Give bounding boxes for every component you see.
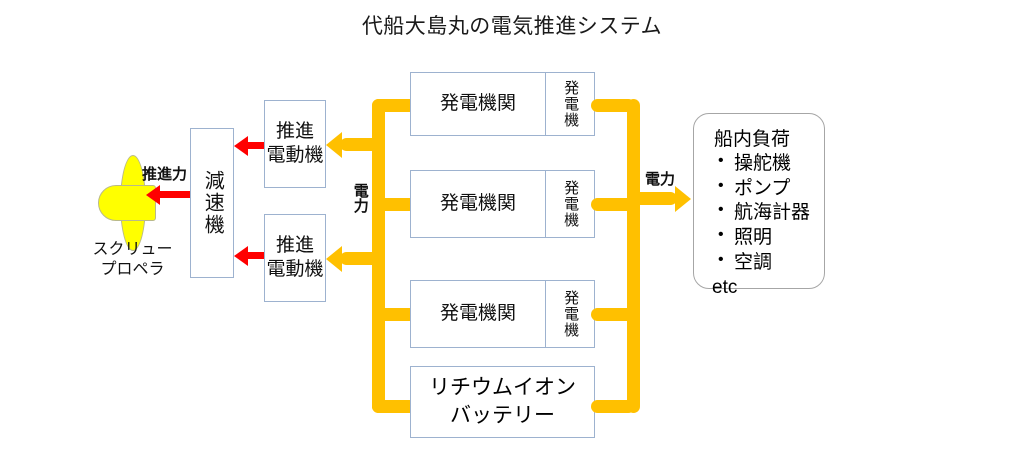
motor-label-2-line2: 電動機	[266, 259, 324, 280]
generator-engine-2: 発電機関	[411, 171, 545, 237]
propulsion-motor-label-1: 推進 電動機	[266, 120, 323, 168]
propulsion-motor-box-2[interactable]: 推進 電動機	[264, 214, 326, 302]
generator-engine-3: 発電機関	[411, 281, 545, 347]
ship-load-heading: 船内負荷	[714, 129, 791, 150]
generator-unit-label-1: 発電機	[562, 80, 580, 128]
list-item: 操舵機	[718, 151, 824, 177]
thrust-arrow-head	[146, 185, 160, 205]
propulsion-motor-label-2: 推進 電動機	[266, 234, 323, 282]
power-arrow-motor1	[326, 131, 342, 158]
battery-label: リチウムイオン バッテリー	[429, 374, 576, 431]
torque-arrow-head-2	[234, 246, 248, 266]
power-arrow-motor2	[326, 245, 342, 272]
power-bus-left-stub-gen2	[372, 198, 416, 211]
generator-divider-2	[545, 171, 546, 237]
thrust-arrow-shaft	[160, 191, 190, 198]
generator-divider-1	[545, 73, 546, 135]
propeller-caption: スクリュー プロペラ	[60, 240, 205, 281]
generator-engine-1: 発電機関	[411, 73, 545, 135]
battery-label-line2: バッテリー	[450, 404, 555, 427]
motor-label-1-line2: 電動機	[266, 145, 324, 166]
motor-label-2-line1: 推進	[275, 235, 314, 257]
list-item: 空調	[718, 250, 824, 276]
power-bus-left-branch-motor2	[340, 252, 380, 265]
reduction-gear-box[interactable]: 減速機	[190, 128, 234, 278]
list-item: ポンプ	[718, 176, 824, 202]
list-item: 照明	[718, 225, 824, 251]
generator-unit-2: 発電機	[546, 171, 594, 237]
power-bus-left-branch-motor1	[340, 138, 380, 151]
power-arrow-ship-load	[675, 185, 691, 212]
generator-divider-3	[545, 281, 546, 347]
list-item: 航海計器	[718, 200, 824, 226]
ship-load-list: 操舵機 ポンプ 航海計器 照明 空調	[708, 151, 824, 276]
propulsion-motor-box-1[interactable]: 推進 電動機	[264, 100, 326, 188]
generator-engine-label-2: 発電機関	[439, 193, 516, 215]
power-bus-left-stub-gen3	[372, 308, 416, 321]
propeller-caption-line1: スクリュー	[92, 241, 173, 258]
power-bus-right-stub-battery	[591, 400, 635, 413]
thrust-force-label: 推進力	[142, 166, 188, 183]
generator-unit-label-3: 発電機	[562, 290, 580, 338]
power-bus-right-stub-gen1	[591, 99, 635, 112]
power-label-left: 電力	[351, 183, 369, 213]
generator-unit-label-2: 発電機	[562, 180, 580, 228]
generator-unit-3: 発電機	[546, 281, 594, 347]
page-title: 代船大島丸の電気推進システム	[361, 15, 663, 38]
power-bus-left-stub-gen1	[372, 99, 416, 112]
power-bus-right-stub-gen2	[591, 198, 635, 211]
generator-set-3[interactable]: 発電機関 発電機	[410, 280, 595, 348]
generator-unit-1: 発電機	[546, 73, 594, 135]
generator-set-2[interactable]: 発電機関 発電機	[410, 170, 595, 238]
power-label-right: 電力	[645, 171, 676, 188]
generator-engine-label-3: 発電機関	[439, 303, 516, 325]
battery-label-line1: リチウムイオン	[429, 375, 576, 399]
ship-internal-load-box[interactable]: 船内負荷 操舵機 ポンプ 航海計器 照明 空調 etc	[693, 113, 825, 298]
torque-arrow-shaft-1	[248, 142, 264, 149]
power-bus-right-trunk	[627, 99, 640, 413]
lithium-ion-battery-box[interactable]: リチウムイオン バッテリー	[410, 366, 595, 438]
power-bus-right-stub-gen3	[591, 308, 635, 321]
reduction-gear-label: 減速機	[201, 170, 224, 236]
propeller-caption-line2: プロペラ	[100, 261, 165, 279]
torque-arrow-shaft-2	[248, 252, 264, 259]
power-bus-right-branch-load	[627, 192, 677, 205]
generator-engine-label-1: 発電機関	[439, 93, 516, 115]
power-bus-left-stub-battery	[372, 400, 416, 413]
motor-label-1-line1: 推進	[275, 121, 314, 143]
generator-set-1[interactable]: 発電機関 発電機	[410, 72, 595, 136]
torque-arrow-head-1	[234, 136, 248, 156]
ship-load-footer: etc	[712, 277, 738, 299]
